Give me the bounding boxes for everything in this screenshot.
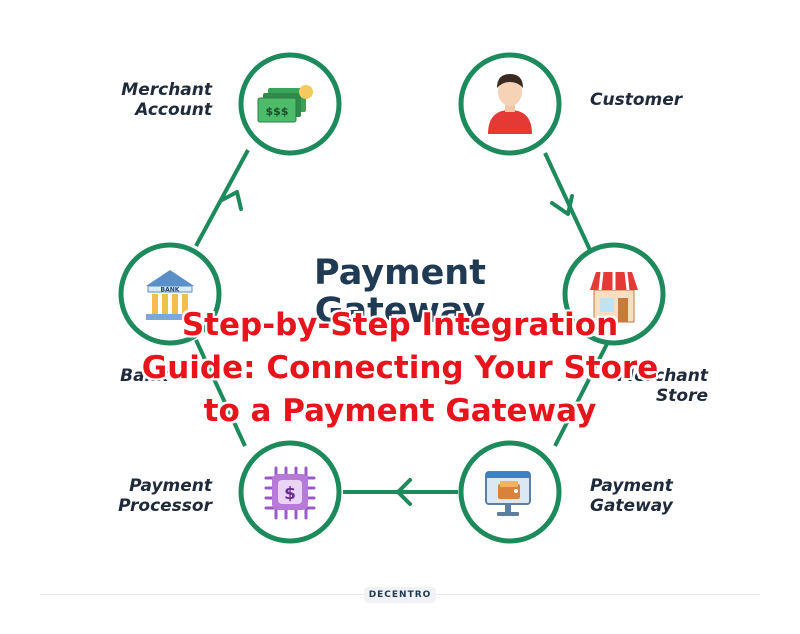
label-payment-gateway-line-2: Gateway <box>590 496 673 516</box>
storefront-icon <box>590 271 638 323</box>
center-title: Payment Gateway <box>300 254 500 330</box>
label-bank: Bank <box>96 366 168 386</box>
person-icon <box>488 74 532 134</box>
arrow-customer-to-store <box>550 194 574 216</box>
node-ring-bank <box>118 242 222 346</box>
bank-building-icon: BANK <box>146 270 194 320</box>
bank-icon-text: BANK <box>161 287 180 294</box>
center-title-line-1: Payment <box>314 253 486 293</box>
connector-store-to-gateway <box>553 339 611 447</box>
label-customer: Customer <box>590 90 710 110</box>
center-title-line-2: Gateway <box>314 291 486 331</box>
label-payment-gateway-line-1: Payment <box>590 476 673 496</box>
label-merchant-store-line-1: Merchant <box>617 366 708 386</box>
connector-processor-to-bank <box>194 339 247 447</box>
label-payment-processor-line-2: Processor <box>118 496 212 516</box>
arrow-bank-to-account <box>220 190 243 211</box>
label-merchant-account: Merchant Account <box>96 80 212 120</box>
chip-dollar-text: $ <box>284 484 296 504</box>
overlay-title-line-1: Step-by-Step Integration <box>181 307 619 343</box>
chip-dollar-icon: $ <box>264 466 316 520</box>
label-merchant-account-line-2: Account <box>135 100 212 120</box>
brand-logo: DECENTRO <box>364 587 436 603</box>
label-bank-line-1: Bank <box>120 366 168 386</box>
arrow-gateway-to-processor <box>396 478 412 506</box>
label-customer-line-1: Customer <box>590 90 683 110</box>
label-merchant-account-line-1: Merchant <box>121 80 212 100</box>
monitor-wallet-icon <box>485 471 531 516</box>
label-merchant-store: Merchant Store <box>580 366 708 406</box>
label-merchant-store-line-2: Store <box>656 386 708 406</box>
cash-icon-text: $$$ <box>266 105 289 118</box>
overlay-title-line-3: to a Payment Gateway <box>203 393 597 429</box>
label-payment-processor: Payment Processor <box>90 476 212 516</box>
cash-icon: $$$ <box>257 85 313 123</box>
label-payment-processor-line-1: Payment <box>129 476 212 496</box>
overlay-title: Step-by-Step Integration Guide: Connecti… <box>100 304 700 433</box>
label-payment-gateway: Payment Gateway <box>590 476 710 516</box>
overlay-title-line-2: Guide: Connecting Your Store <box>141 350 659 386</box>
connector-customer-to-store <box>543 152 592 251</box>
